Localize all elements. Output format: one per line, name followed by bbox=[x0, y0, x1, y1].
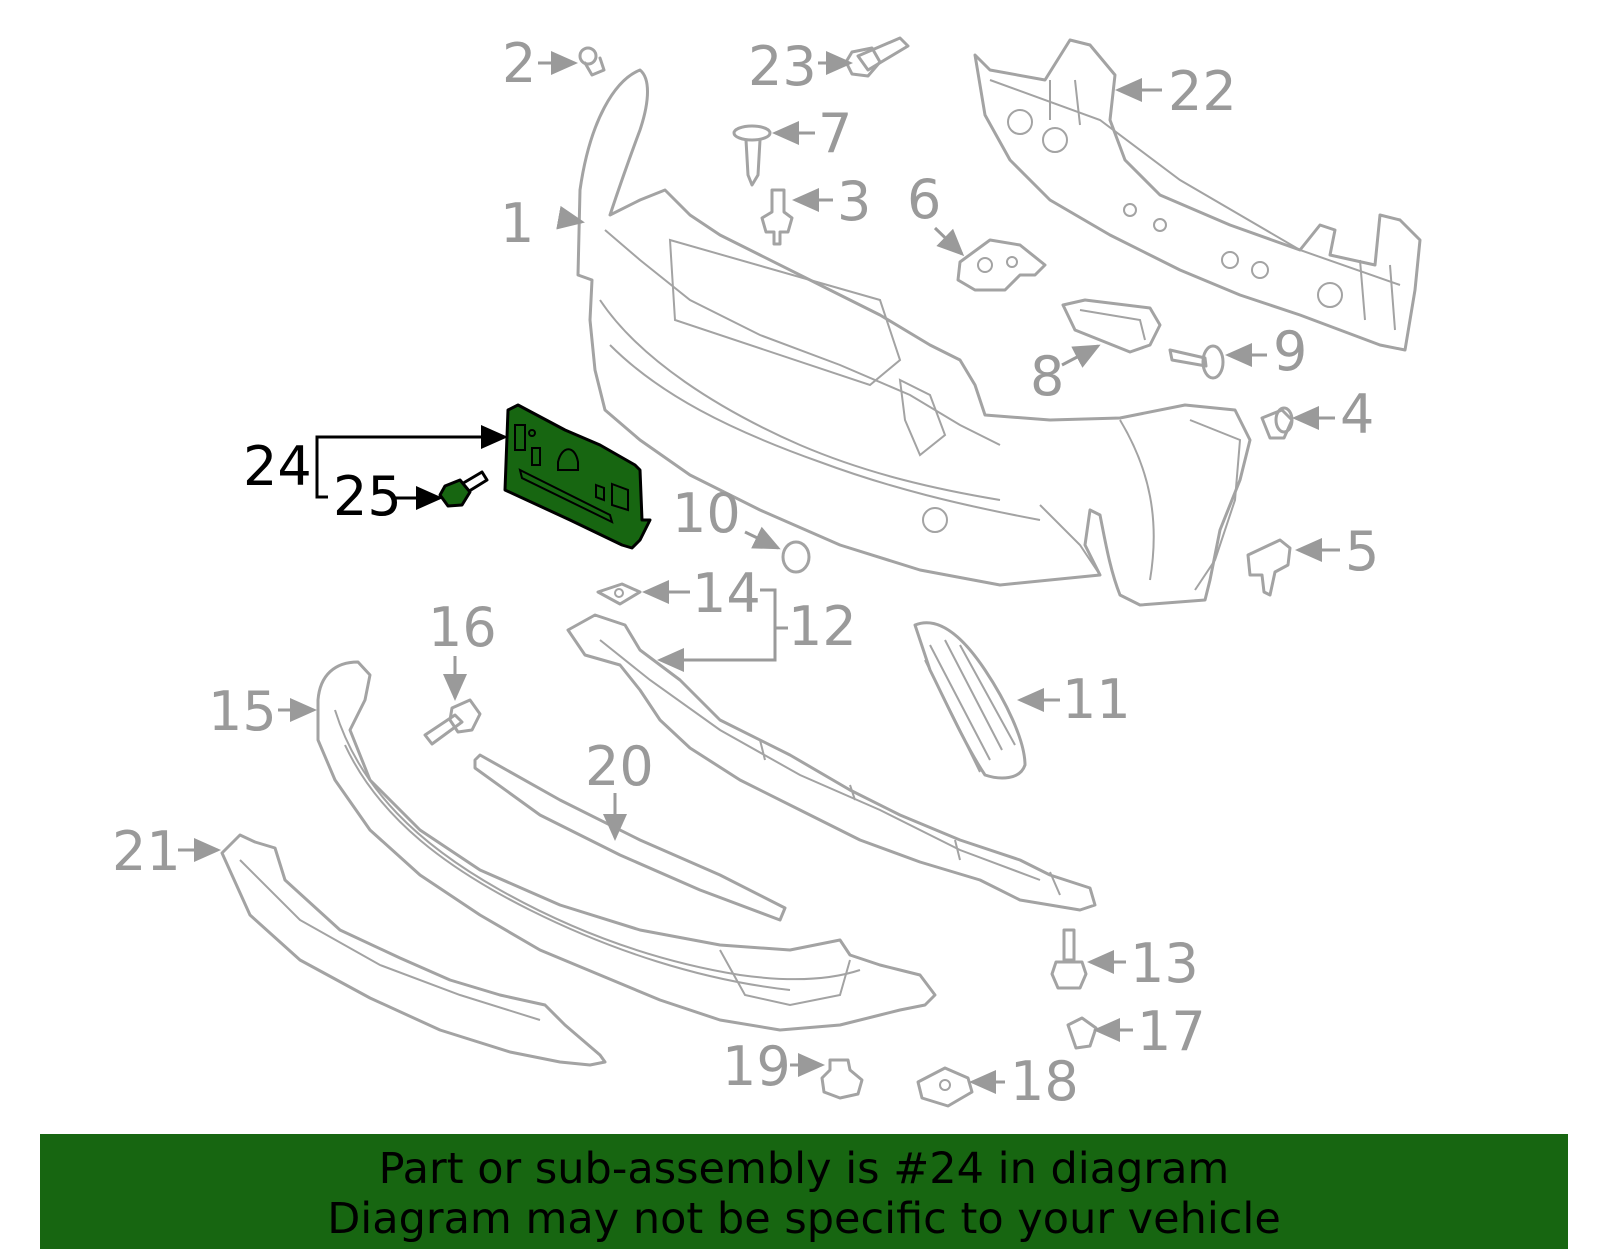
callout-22: 22 bbox=[1168, 60, 1237, 123]
clip-part-2 bbox=[578, 46, 606, 77]
callout-4: 4 bbox=[1340, 383, 1374, 446]
callout-11: 11 bbox=[1062, 668, 1131, 731]
clip-part-17 bbox=[1066, 1016, 1098, 1050]
banner-disclaimer-line: Diagram may not be specific to your vehi… bbox=[327, 1194, 1281, 1244]
clip-part-4 bbox=[1260, 406, 1294, 440]
nut-part-18 bbox=[916, 1066, 974, 1108]
trim-strip-part-20 bbox=[473, 753, 787, 922]
license-plate-bracket-part-24 bbox=[503, 403, 652, 550]
bolt-part-13 bbox=[1050, 928, 1088, 990]
bumper-cover-part bbox=[576, 68, 1252, 607]
callout-24: 24 bbox=[243, 435, 312, 498]
lower-grille-frame-part-15 bbox=[316, 660, 937, 1032]
callout-14: 14 bbox=[692, 562, 761, 625]
push-rivet-part-9 bbox=[1168, 344, 1225, 380]
lower-bracket-part-12 bbox=[566, 613, 1097, 912]
grille-part-11 bbox=[913, 621, 1027, 780]
callout-16: 16 bbox=[428, 596, 497, 659]
bracket-part-8 bbox=[1061, 298, 1162, 354]
callout-3: 3 bbox=[837, 170, 871, 233]
callout-20: 20 bbox=[585, 735, 654, 798]
stud-part-3 bbox=[760, 188, 794, 246]
retainer-part-5 bbox=[1246, 538, 1292, 597]
skid-plate-part-21 bbox=[220, 833, 607, 1067]
bracket-part-6 bbox=[956, 238, 1047, 292]
callout-17: 17 bbox=[1137, 1000, 1206, 1063]
callout-15: 15 bbox=[208, 680, 277, 743]
callout-6: 6 bbox=[907, 168, 941, 231]
callout-25: 25 bbox=[333, 465, 402, 528]
callout-labels: 1 2 3 4 5 6 7 8 9 10 11 12 13 14 15 16 1… bbox=[112, 32, 1379, 1113]
callout-2: 2 bbox=[502, 32, 536, 95]
callout-10: 10 bbox=[672, 482, 741, 545]
callout-19: 19 bbox=[722, 1035, 791, 1098]
bolt-part-16 bbox=[423, 698, 482, 746]
callout-21: 21 bbox=[112, 820, 181, 883]
callout-7: 7 bbox=[818, 102, 852, 165]
nut-part-14 bbox=[596, 582, 642, 606]
banner-part-line: Part or sub-assembly is #24 in diagram bbox=[378, 1144, 1230, 1194]
bolt-part-25 bbox=[438, 470, 489, 508]
callout-13: 13 bbox=[1130, 932, 1199, 995]
clip-part-19 bbox=[820, 1058, 864, 1100]
bolt-part-23 bbox=[844, 36, 910, 78]
callout-12: 12 bbox=[788, 595, 857, 658]
callout-18: 18 bbox=[1010, 1050, 1079, 1113]
push-pin-part-7 bbox=[732, 124, 772, 187]
cap-part-10 bbox=[781, 540, 811, 574]
callout-9: 9 bbox=[1273, 320, 1307, 383]
leader-lines bbox=[178, 51, 1340, 1094]
bumper-reinforcement-part bbox=[973, 38, 1422, 352]
callout-8: 8 bbox=[1030, 345, 1064, 408]
info-banner: Part or sub-assembly is #24 in diagram D… bbox=[40, 1134, 1568, 1249]
callout-5: 5 bbox=[1345, 520, 1379, 583]
callout-23: 23 bbox=[748, 35, 817, 98]
callout-1: 1 bbox=[500, 192, 534, 255]
